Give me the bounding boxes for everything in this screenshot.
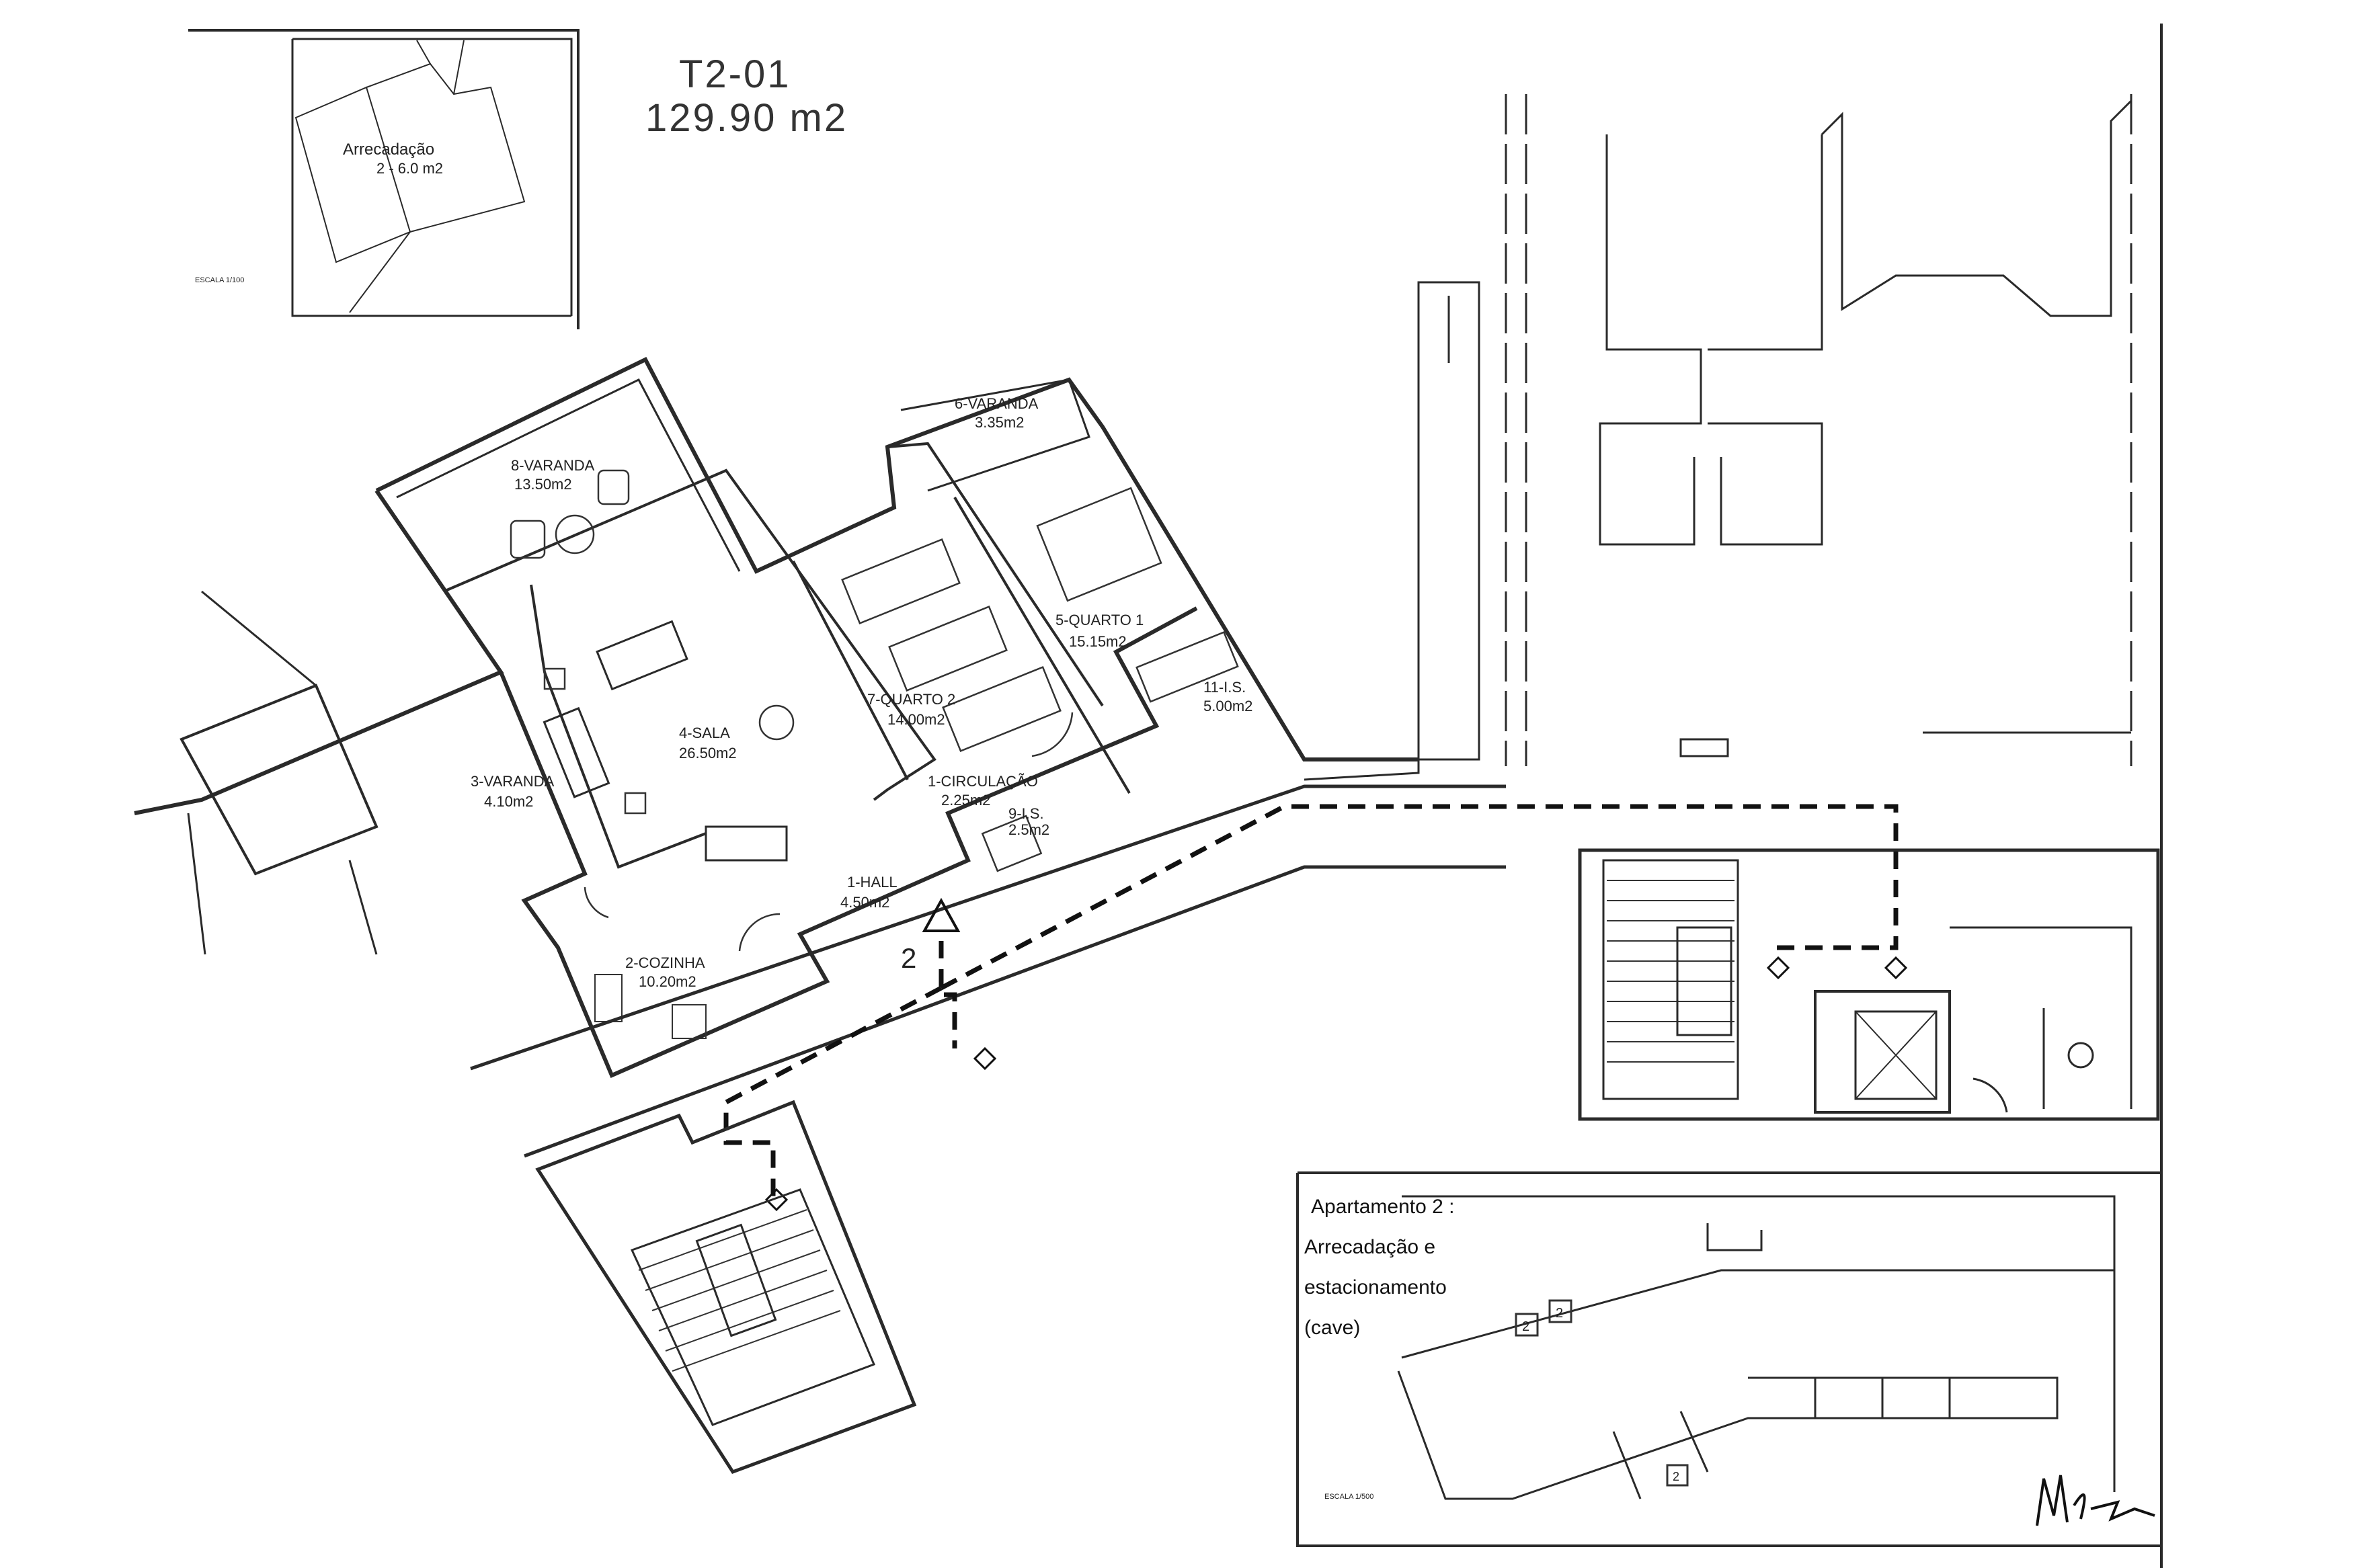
room-is-11-area: 5.00m2 xyxy=(1203,698,1252,714)
room-varanda-6-name: 6-VARANDA xyxy=(955,395,1039,412)
access-route xyxy=(939,941,957,1048)
room-is-9-area: 2.5m2 xyxy=(1008,821,1049,838)
room-is-9-name: 9-I.S. xyxy=(1008,805,1044,822)
basement-title-3: estacionamento xyxy=(1304,1276,1447,1298)
room-quarto-7-area: 14.00m2 xyxy=(887,711,945,728)
entrance-number: 2 xyxy=(901,942,916,974)
room-varanda-8-name: 8-VARANDA xyxy=(511,457,595,474)
storage-inset: Arrecadação 2 - 6.0 m2 ESCALA 1/100 xyxy=(188,29,580,329)
access-route-stair xyxy=(723,985,943,1196)
stair-lift-core xyxy=(1578,848,2160,1121)
level-marker-icon xyxy=(973,1046,997,1071)
parking-marker-a: 2 xyxy=(1522,1319,1529,1334)
room-cozinha-area: 10.20m2 xyxy=(639,973,696,990)
room-circulacao-area: 2.25m2 xyxy=(941,792,990,809)
room-sala-name: 4-SALA xyxy=(679,725,730,741)
room-circulacao-name: 1-CIRCULAÇÃO xyxy=(928,773,1038,790)
room-quarto-5-name: 5-QUARTO 1 xyxy=(1055,612,1144,628)
room-varanda-8-area: 13.50m2 xyxy=(514,476,572,493)
room-quarto-5-area: 15.15m2 xyxy=(1069,633,1127,650)
room-quarto-7-name: 7-QUARTO 2 xyxy=(867,691,955,708)
unit-code: T2-01 xyxy=(679,52,791,96)
room-cozinha-name: 2-COZINHA xyxy=(625,954,705,971)
room-hall-area: 4.50m2 xyxy=(840,894,889,911)
apartment-plan xyxy=(134,357,1506,1158)
entrance-arrow-icon xyxy=(922,897,961,932)
room-is-11-name: 11-I.S. xyxy=(1203,679,1246,696)
signature xyxy=(2036,1475,2155,1526)
basement-title-4: (cave) xyxy=(1304,1317,1360,1339)
room-varanda-3-area: 4.10m2 xyxy=(484,793,533,810)
lower-stair xyxy=(535,1100,917,1475)
level-marker-stair-icon xyxy=(764,1188,789,1212)
room-varanda-6-area: 3.35m2 xyxy=(975,414,1024,431)
level-marker-core-icon xyxy=(1884,956,1908,980)
storage-area: 2 - 6.0 m2 xyxy=(376,160,443,177)
room-sala-area: 26.50m2 xyxy=(679,745,737,761)
level-marker-lift-icon xyxy=(1766,956,1790,980)
basement-inset: 2 2 2 Apartamento 2 : Arrecadação e esta… xyxy=(1296,1171,2161,1547)
parking-marker-b: 2 xyxy=(1556,1306,1563,1321)
basement-scale: ESCALA 1/500 xyxy=(1324,1493,1373,1501)
storage-label: Arrecadação xyxy=(343,140,434,159)
adjacent-building xyxy=(1417,24,2163,1568)
basement-title-1: Apartamento 2 : xyxy=(1311,1196,1454,1218)
room-hall-name: 1-HALL xyxy=(847,874,898,891)
storage-scale: ESCALA 1/100 xyxy=(195,276,244,284)
unit-area: 129.90 m2 xyxy=(645,96,848,140)
room-labels: 8-VARANDA 13.50m2 6-VARANDA 3.35m2 4-SAL… xyxy=(471,395,1252,990)
access-route-main xyxy=(940,804,1899,991)
storage-marker: 2 xyxy=(1673,1470,1679,1483)
room-varanda-3-name: 3-VARANDA xyxy=(471,773,555,790)
basement-title-2: Arrecadação e xyxy=(1304,1236,1435,1258)
